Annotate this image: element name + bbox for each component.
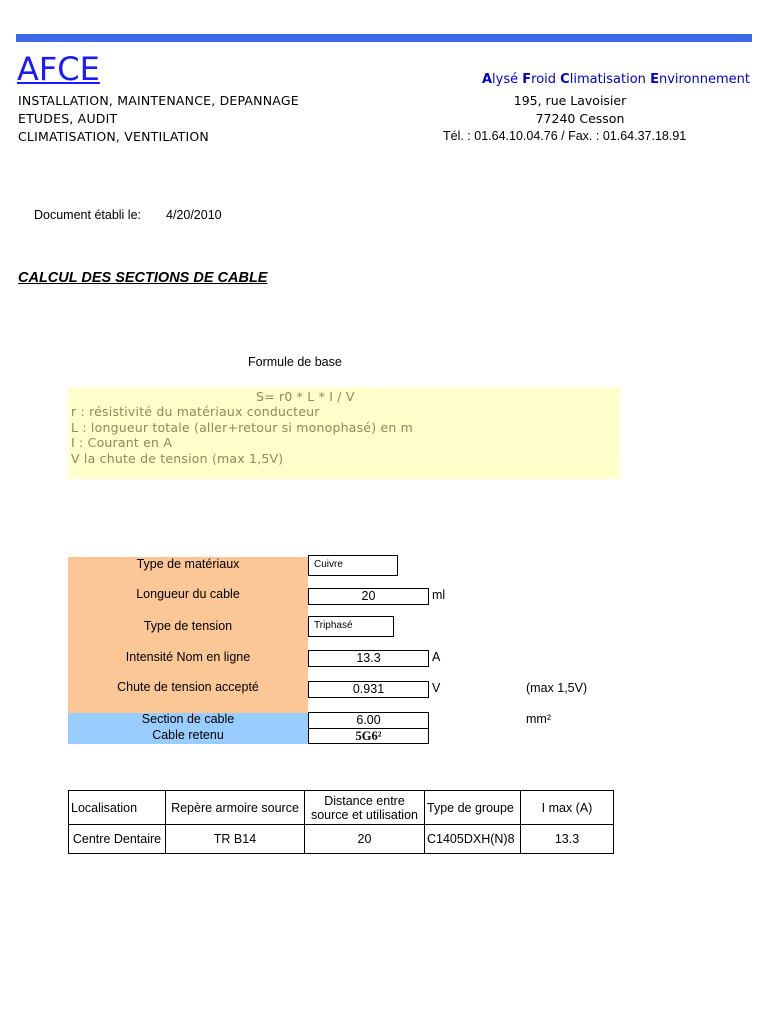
table-header: Repère armoire source xyxy=(165,790,305,825)
table-cell: Centre Dentaire xyxy=(68,824,166,854)
formula-label: Formule de base xyxy=(248,355,342,369)
table-cell: C1405DXH(N)8 xyxy=(424,824,521,854)
formula-line: r : résistivité du matériaux conducteur xyxy=(71,404,320,419)
address-street: 195, rue Lavoisier xyxy=(513,93,627,108)
table-row: Centre Dentaire TR B14 20 C1405DXH(N)8 1… xyxy=(68,824,614,854)
material-label: Type de matériaux xyxy=(136,557,240,571)
page-title: CALCUL DES SECTIONS DE CABLE xyxy=(18,270,268,286)
formula-line: S= r0 * L * I / V xyxy=(256,389,355,404)
tension-label: Type de tension xyxy=(143,619,233,633)
address-city: 77240 Cesson xyxy=(535,111,625,126)
input-labels-panel xyxy=(68,557,308,713)
current-label: Intensité Nom en ligne xyxy=(125,650,251,664)
date-label: Document établi le: xyxy=(34,208,142,222)
service-line-3: CLIMATISATION, VENTILATION xyxy=(18,129,209,144)
company-name: Alysé Froid Climatisation Environnement xyxy=(481,72,750,87)
length-label: Longueur du cable xyxy=(136,587,240,601)
section-value: 6.00 xyxy=(308,712,429,729)
current-input[interactable]: 13.3 xyxy=(308,650,429,667)
table-header: Type de groupe xyxy=(424,790,521,825)
summary-table: Localisation Repère armoire source Dista… xyxy=(68,790,614,854)
table-header: Distance entre source et utilisation xyxy=(304,790,425,825)
cable-value: 5G6² xyxy=(308,728,429,744)
cable-label: Cable retenu xyxy=(152,728,224,742)
table-cell: 13.3 xyxy=(520,824,614,854)
table-header: Localisation xyxy=(68,790,166,825)
table-header-row: Localisation Repère armoire source Dista… xyxy=(68,790,614,825)
drop-label: Chute de tension accepté xyxy=(117,680,259,694)
drop-unit: V xyxy=(432,681,441,695)
material-select[interactable]: Cuivre xyxy=(308,555,398,576)
formula-line: V la chute de tension (max 1,5V) xyxy=(71,451,284,466)
section-label: Section de cable xyxy=(141,712,235,726)
table-cell: 20 xyxy=(304,824,425,854)
drop-max-note: (max 1,5V) xyxy=(526,681,588,695)
service-line-1: INSTALLATION, MAINTENANCE, DEPANNAGE xyxy=(18,93,299,108)
formula-box: S= r0 * L * I / V r : résistivité du mat… xyxy=(68,387,620,479)
current-unit: A xyxy=(432,650,441,664)
date-value: 4/20/2010 xyxy=(166,208,222,222)
phone-fax: Tél. : 01.64.10.04.76 / Fax. : 01.64.37.… xyxy=(443,129,687,143)
result-labels-panel xyxy=(68,713,308,744)
formula-line: L : longueur totale (aller+retour si mon… xyxy=(71,420,414,435)
service-line-2: ETUDES, AUDIT xyxy=(18,111,118,126)
table-cell: TR B14 xyxy=(165,824,305,854)
company-logo: AFCE xyxy=(17,50,100,88)
formula-line: I : Courant en A xyxy=(71,435,173,450)
tension-select[interactable]: Triphasé xyxy=(308,616,394,637)
section-unit: mm² xyxy=(526,712,551,726)
header-accent-bar xyxy=(16,34,752,42)
length-input[interactable]: 20 xyxy=(308,588,429,605)
length-unit: ml xyxy=(432,588,446,602)
drop-input[interactable]: 0.931 xyxy=(308,681,429,698)
table-header: I max (A) xyxy=(520,790,614,825)
